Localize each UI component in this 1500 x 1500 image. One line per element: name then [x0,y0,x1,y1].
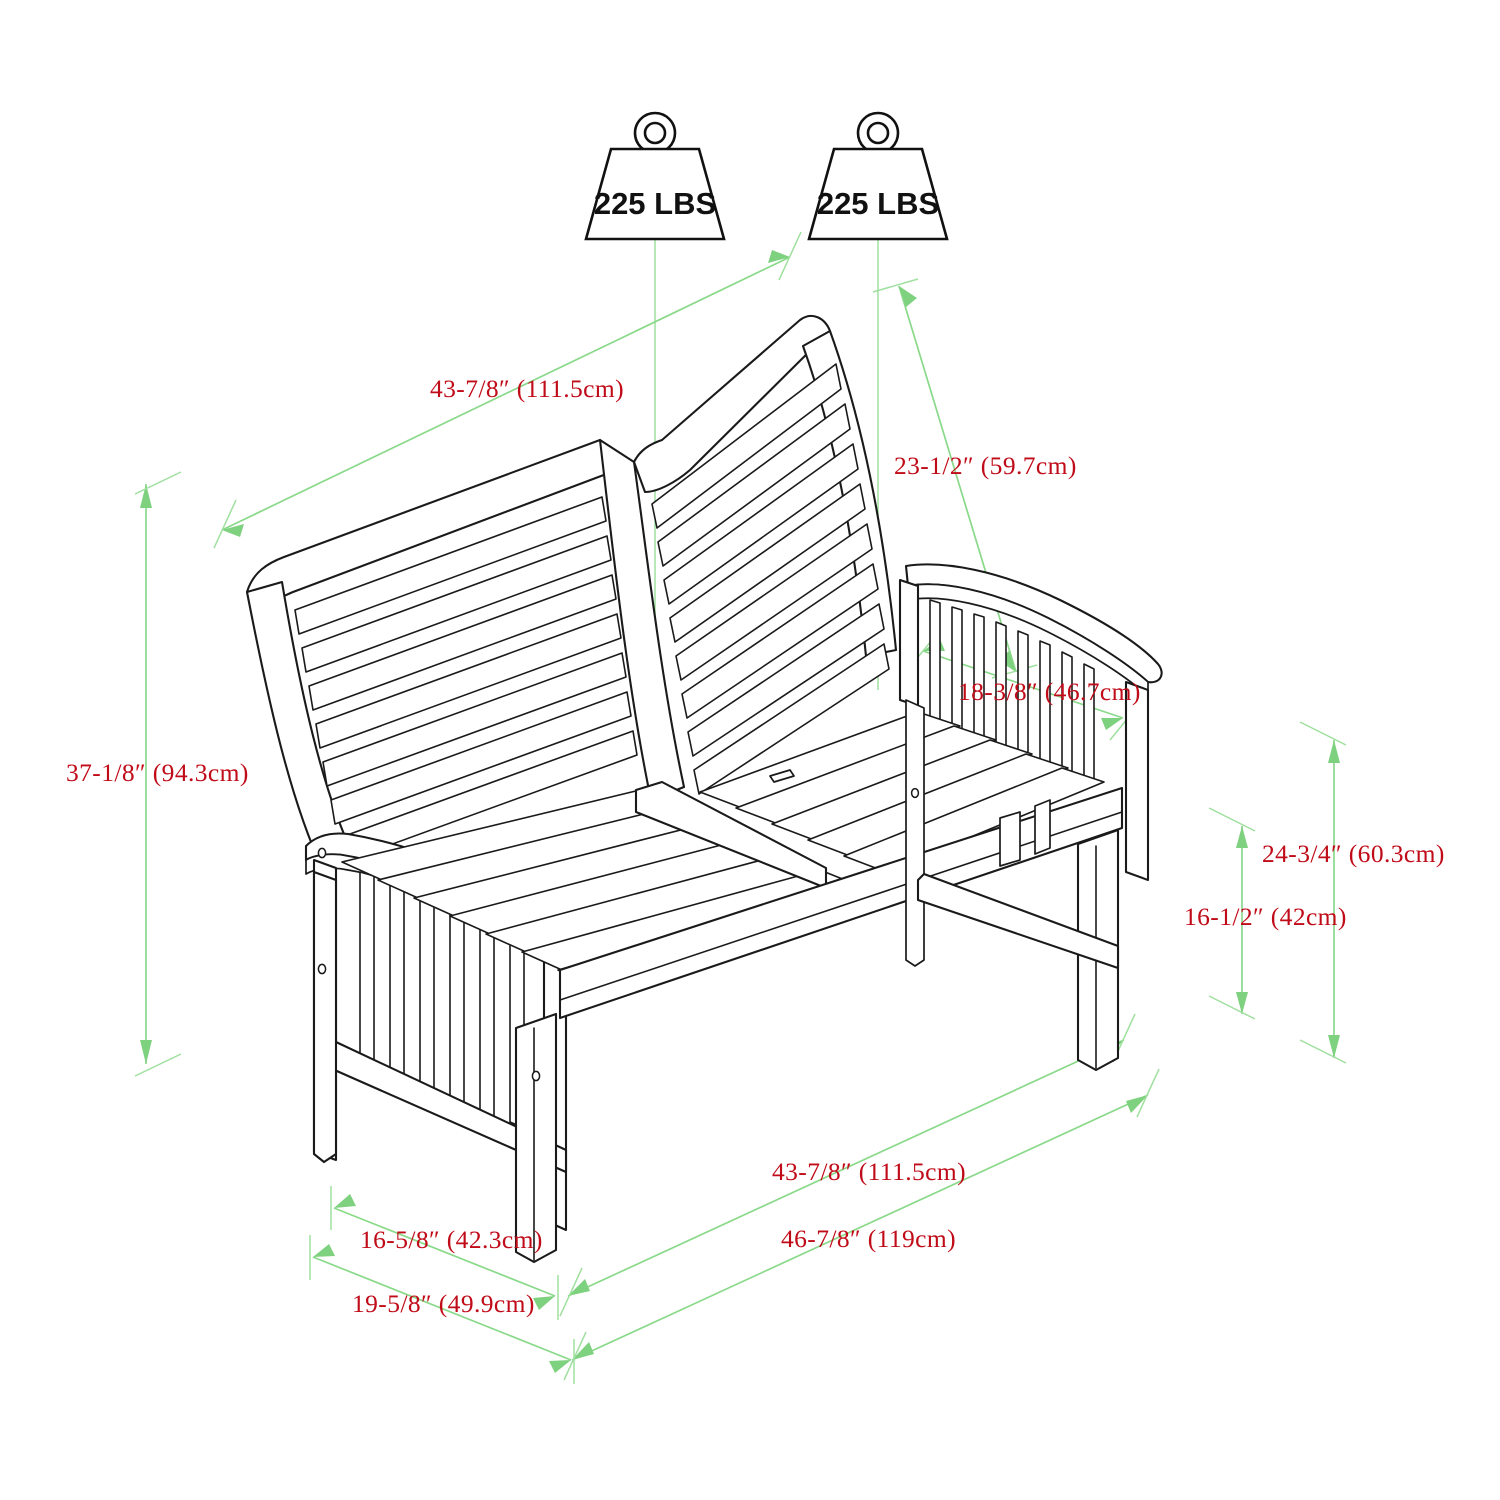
dim-label-overall-depth: 19-5/8″ (49.9cm) [352,1289,535,1318]
dim-inner-depth [330,1186,559,1320]
bolt-holes [317,787,920,1082]
weight-icon-left: 225 LBS [584,111,726,241]
weight-right-label: 225 LBS [817,186,939,221]
seat-catch-detail [769,769,795,783]
right-armrest [898,563,1163,882]
backrest-right-panel [632,315,898,795]
bolt-hole-arm-left [317,847,327,859]
seat-deck [341,711,1124,1020]
dimension-lines-layer [134,231,1347,1384]
weight-icon-right: 225 LBS [807,111,949,241]
dim-overall-depth [309,1235,575,1384]
weight-left-label: 225 LBS [594,186,716,221]
dim-label-inner-depth: 16-5/8″ (42.3cm) [360,1225,543,1254]
bolt-hole-leg-front [531,1070,541,1082]
dim-label-overall-height: 37-1/8″ (94.3cm) [66,758,249,787]
bench-drawing-layer [245,315,1163,1264]
dim-overall-back-width [213,231,802,549]
dim-label-overall-back-width: 43-7/8″ (111.5cm) [430,374,624,403]
dim-arm-height [1299,721,1347,1064]
bolt-hole-arm-right [910,787,920,799]
dimension-labels-layer: 43-7/8″ (111.5cm) 23-1/2″ (59.7cm) 37-1/… [66,374,1445,1318]
dim-label-seat-depth: 18-3/8″ (46.7cm) [958,677,1141,706]
legs [312,699,1120,1264]
dim-label-seat-width: 43-7/8″ (111.5cm) [772,1157,966,1186]
dim-label-seat-height: 16-1/2″ (42cm) [1184,902,1347,931]
dim-seat-height [1208,807,1256,1020]
dim-label-overall-width: 46-7/8″ (119cm) [781,1224,956,1253]
bolt-hole-leg-left [317,963,327,975]
dim-overall-height [134,471,182,1077]
dim-label-arm-height: 24-3/4″ (60.3cm) [1262,839,1445,868]
dim-label-back-height: 23-1/2″ (59.7cm) [894,451,1077,480]
dim-overall-width [563,1068,1160,1381]
